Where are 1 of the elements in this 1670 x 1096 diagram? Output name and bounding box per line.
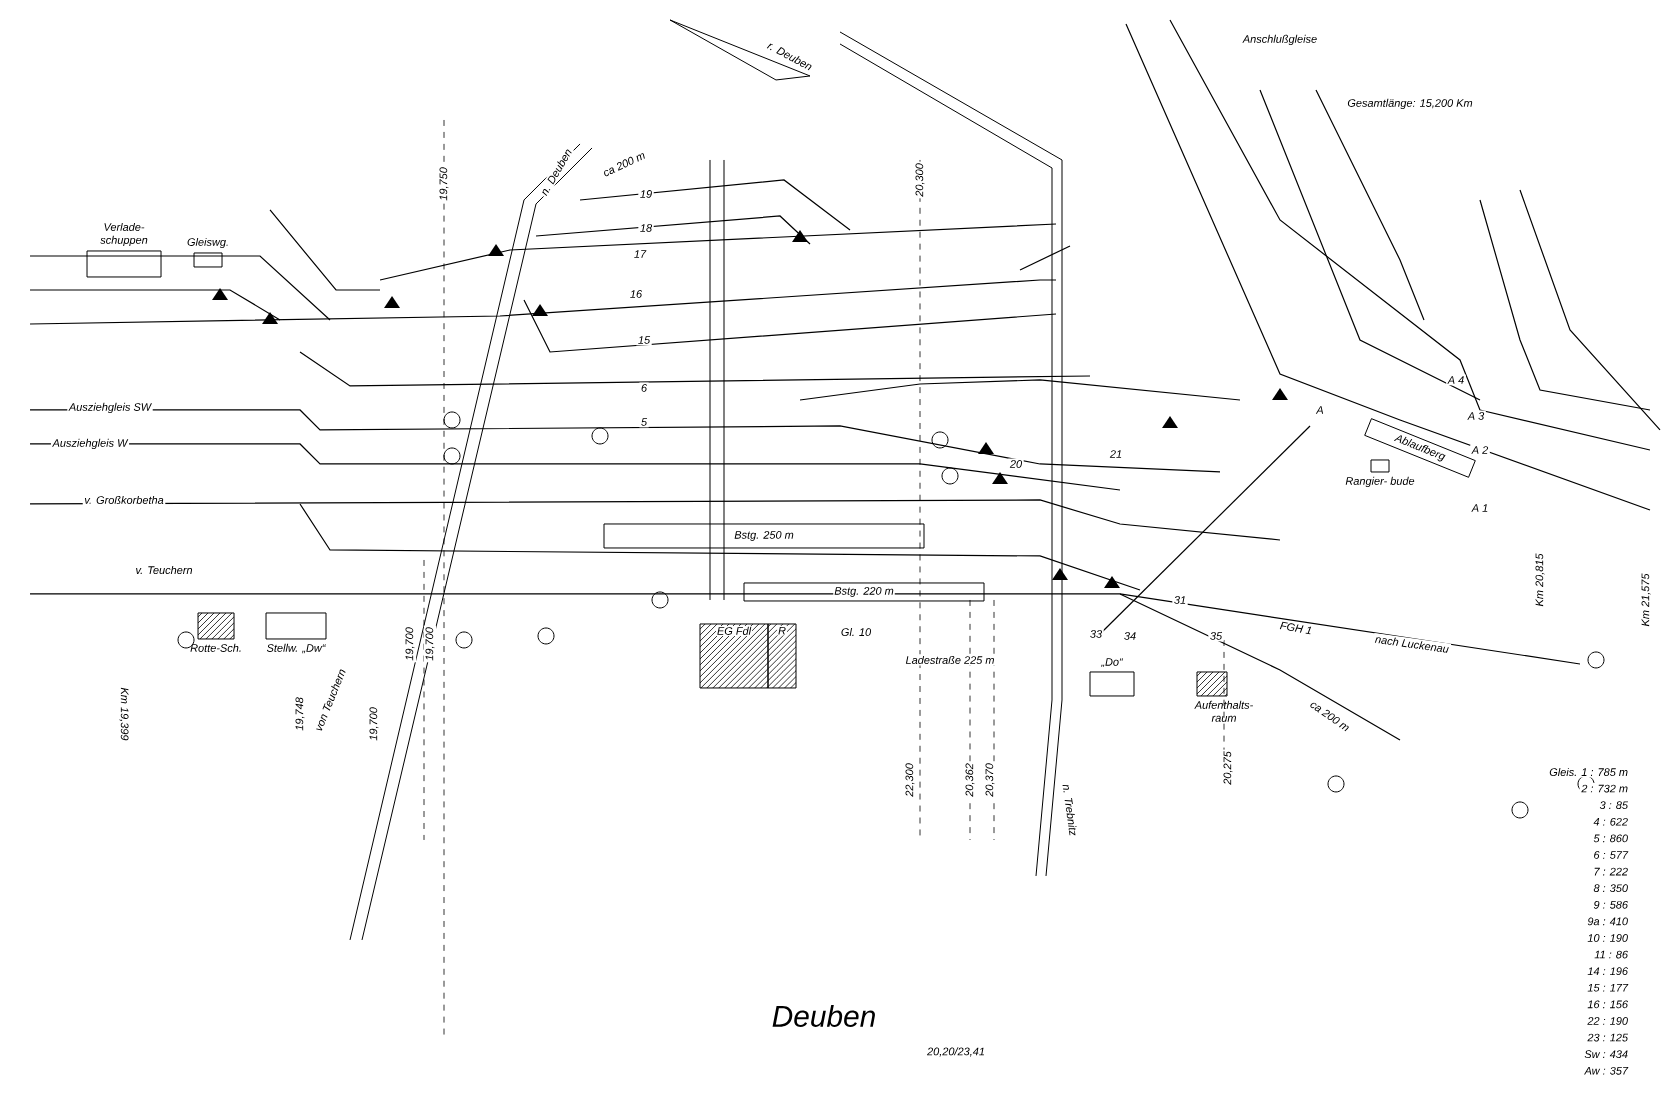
title: Deuben — [772, 1005, 875, 1027]
